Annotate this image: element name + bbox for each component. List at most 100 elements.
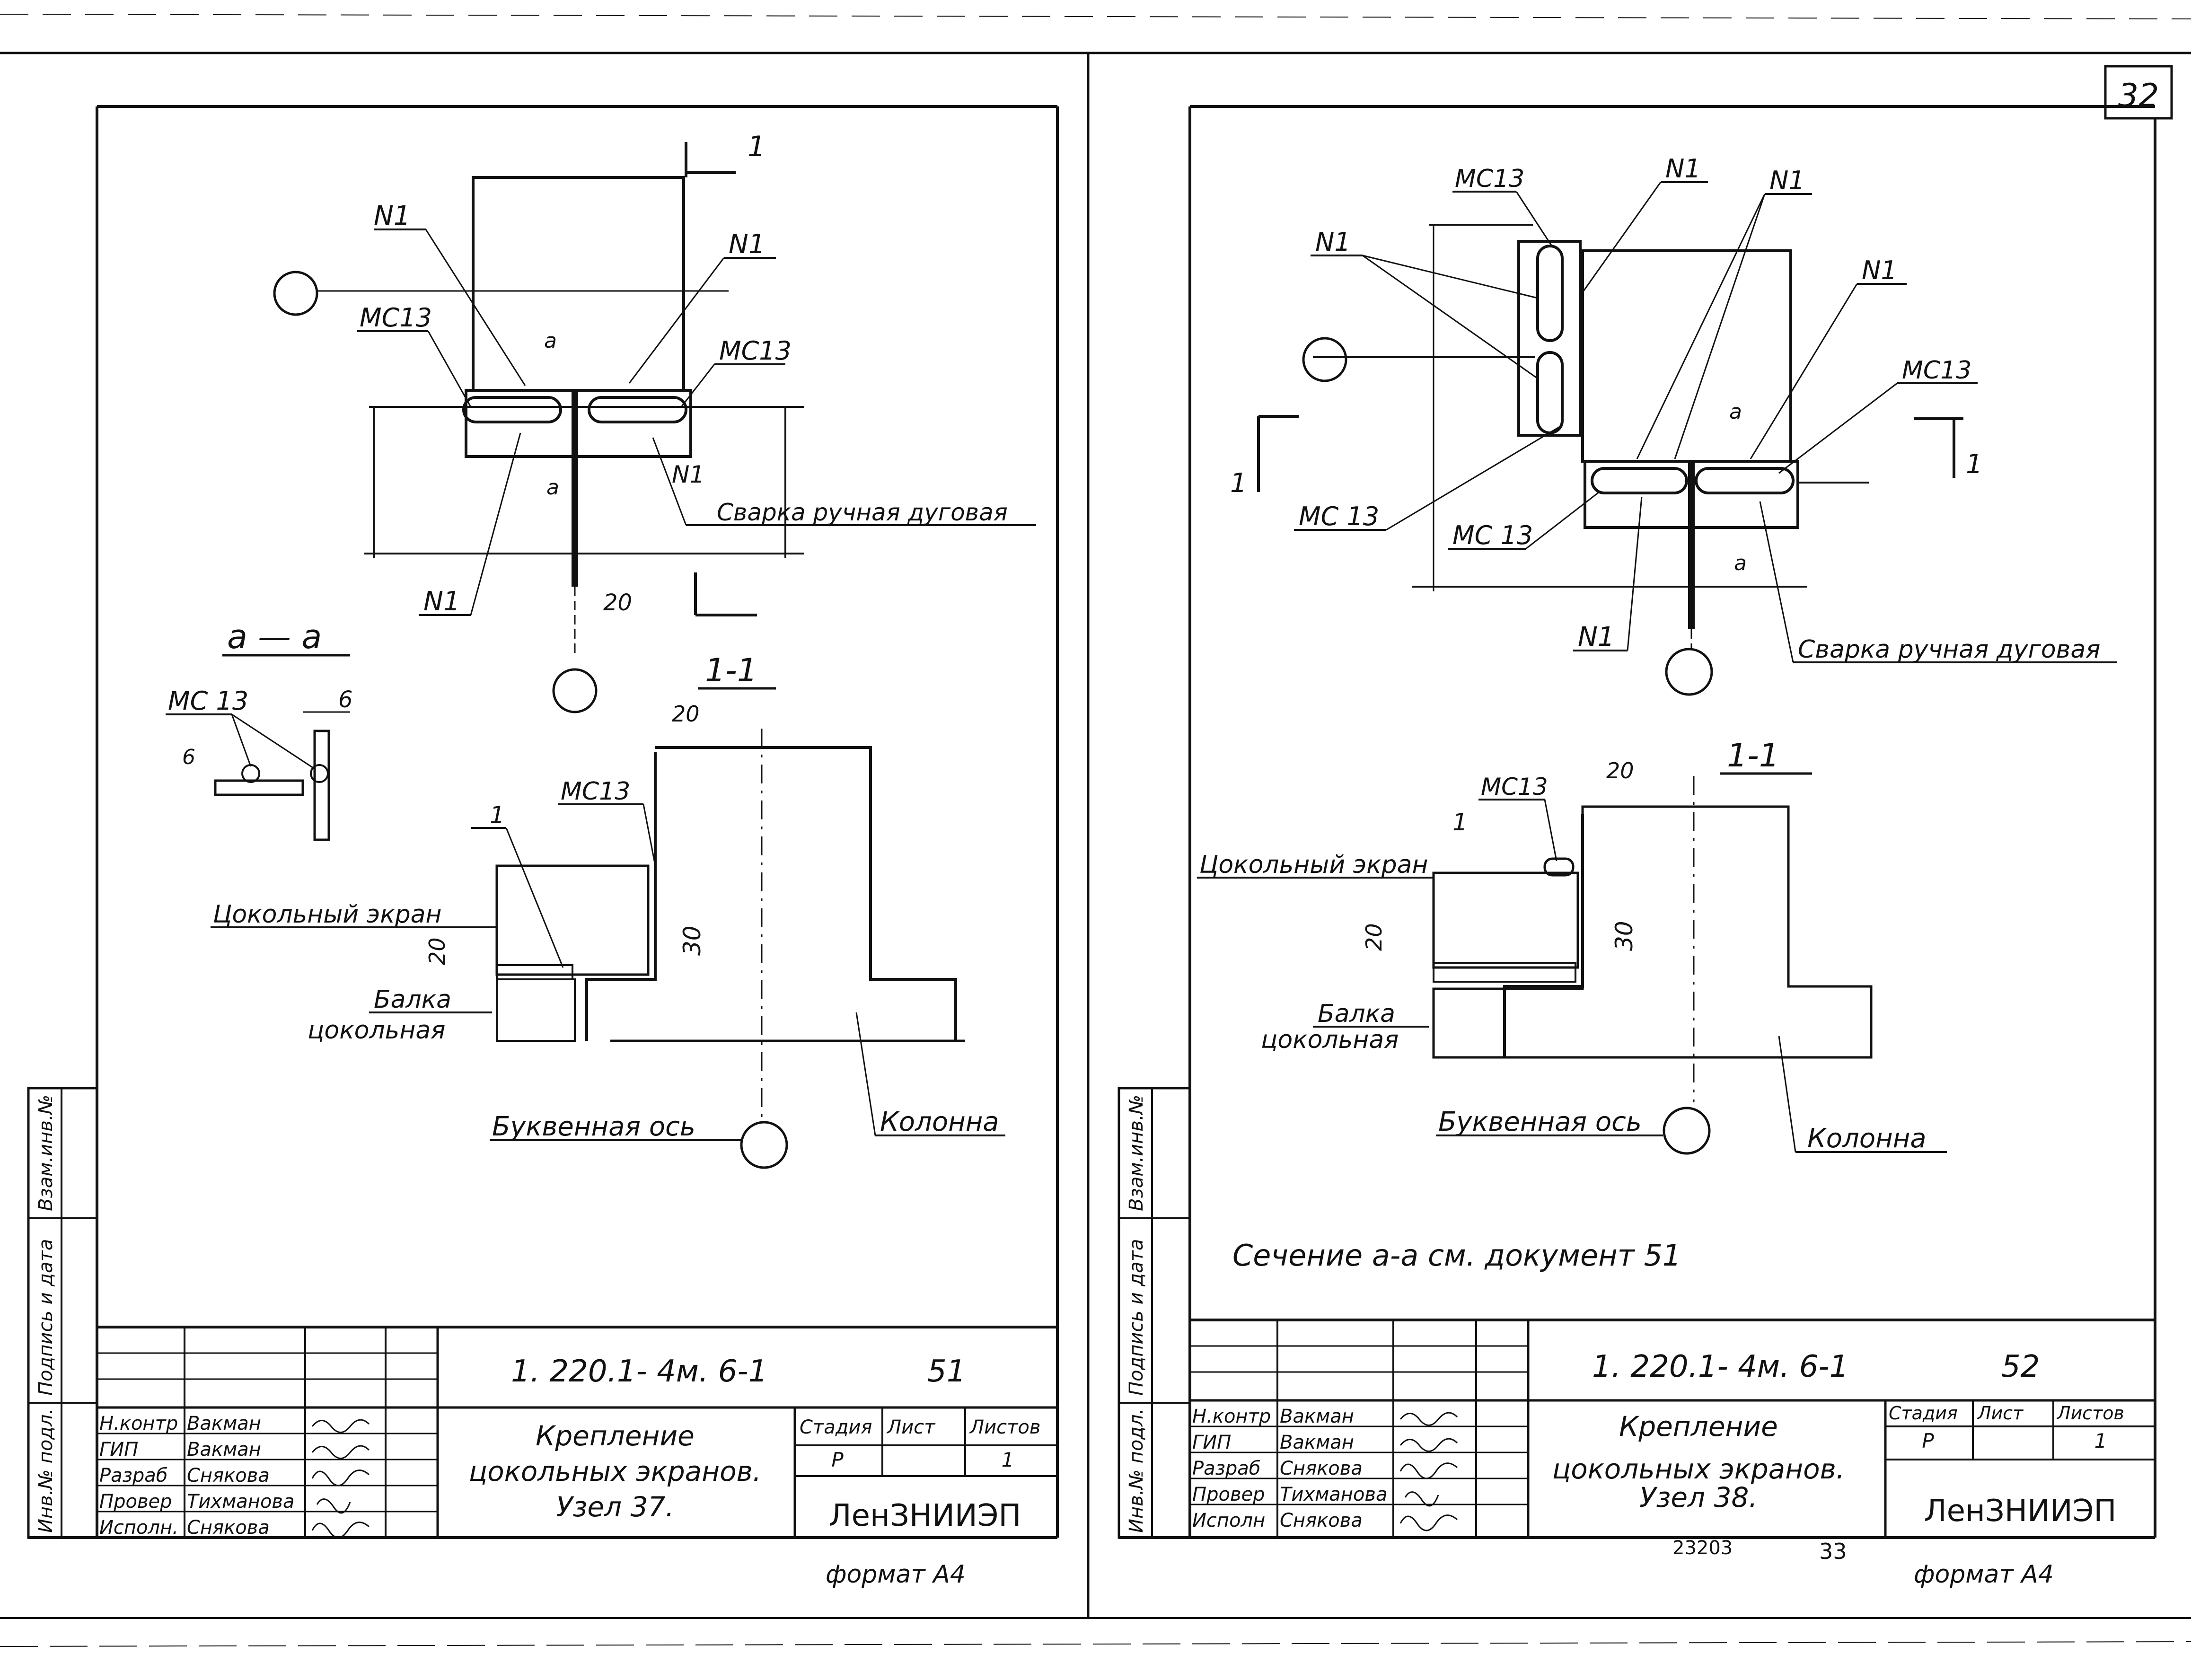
sec-dim-30: 30	[678, 925, 706, 956]
sec-label-mc13: МС13	[561, 777, 630, 806]
tb-doc-code: 1. 220.1- 4м. 6-1	[511, 1354, 767, 1389]
r-signatures	[1399, 1412, 1458, 1531]
r-sec-axis-bubble	[1663, 1107, 1711, 1155]
r-bracket-vert-2	[1536, 351, 1564, 434]
leader-weld	[652, 437, 687, 526]
r-side-label-inventory: Инв.№ подл.	[1126, 1408, 1147, 1533]
rtb-stamp-2: 33	[1819, 1539, 1847, 1564]
tb-doc-no: 51	[927, 1354, 966, 1389]
right-side-strip	[1117, 1087, 1191, 1539]
bracket-right	[588, 396, 687, 423]
right-title-block: 1. 220.1- 4м. 6-1 52 Крепление цокольных…	[1190, 1319, 2155, 1589]
tb-role-4: Провер	[99, 1491, 172, 1513]
left-title-block: 1. 220.1- 4м. 6-1 51 Крепление цокольных…	[97, 1326, 1057, 1589]
r-label-mc13-top: МС13	[1455, 165, 1524, 193]
tb-name-2: Вакман	[187, 1439, 261, 1460]
label-mc13-left: МС13	[360, 303, 432, 333]
sec-column-outline	[655, 746, 957, 1041]
left-sheet: Взам.инв.№ Подпись и дата Инв.№ подл. 1 …	[27, 105, 1059, 1589]
r-label-n1-top: N1	[1665, 154, 1701, 184]
r-sec-steel-profile	[1503, 814, 1584, 1057]
sec-label-1: 1	[490, 801, 505, 829]
bracket-left	[462, 396, 562, 423]
aa-weld-dot-2	[310, 764, 329, 783]
sec-column-leader	[855, 1012, 876, 1136]
tb-title-3: Узел 37.	[556, 1491, 674, 1523]
label-weld: Сварка ручная дуговая	[717, 499, 1008, 526]
sec-1-leader	[505, 827, 564, 968]
tb-sheets-hdr: Листов	[969, 1416, 1040, 1438]
tb-name-1: Вакман	[187, 1413, 261, 1434]
rtb-title-2: цокольных экранов.	[1552, 1453, 1845, 1485]
r-note: Сечение а-а см. документ 51	[1232, 1238, 1681, 1273]
r-mc13-left1-leader	[1386, 425, 1562, 531]
a-mark-top: а	[544, 329, 557, 353]
leader-n1-b	[628, 257, 725, 384]
sec-label-beam-2: цокольная	[308, 1016, 445, 1045]
scan-edge-bottom	[0, 1641, 2191, 1647]
rtb-sheet-hdr: Лист	[1977, 1403, 2024, 1424]
sec-label-plinth-screen: Цокольный экран	[213, 900, 442, 929]
label-n1-c: N1	[423, 586, 460, 617]
r-label-mc13-left2: МС 13	[1452, 520, 1533, 550]
r-weld-leader	[1759, 501, 1794, 663]
page-number-box	[2104, 65, 2173, 120]
rtb-format: формат А4	[1914, 1560, 2054, 1589]
r-section-11-title: 1-1	[1727, 737, 1779, 774]
rtb-role-4: Провер	[1192, 1484, 1265, 1505]
tb-name-4: Тихманова	[187, 1491, 295, 1513]
section-aa-title: а — а	[227, 617, 322, 656]
label-n1-b: N1	[729, 229, 766, 260]
rtb-role-5: Исполн	[1192, 1510, 1265, 1531]
r-label-mc13-right: МС13	[1902, 356, 1971, 385]
r-mc13-left2-leader	[1525, 491, 1600, 550]
r-n1-bottom-leader	[1627, 496, 1643, 651]
aa-leader-1	[231, 714, 252, 767]
dim-20: 20	[603, 589, 632, 616]
r-sec-label-axis: Буквенная ось	[1438, 1107, 1642, 1137]
tb-role-5: Исполн.	[99, 1517, 178, 1539]
rtb-sheets: 1	[2094, 1429, 2107, 1452]
sec-layer-20	[496, 964, 573, 980]
section-11-title: 1-1	[705, 652, 757, 689]
sec-plinth-screen	[495, 864, 650, 976]
rtb-org: ЛенЗНИИЭП	[1924, 1494, 2116, 1529]
tb-sheet-hdr: Лист	[886, 1416, 936, 1438]
rtb-role-1: Н.контр	[1192, 1406, 1271, 1427]
r-sec-label-mc13: МС13	[1481, 773, 1548, 800]
side-label-signature: Подпись и дата	[35, 1239, 57, 1396]
r-n1-left-leader-a	[1362, 255, 1538, 299]
sec-axis-bubble	[740, 1121, 788, 1169]
signatures	[311, 1419, 370, 1539]
r-sec-column-leader	[1778, 1036, 1796, 1152]
r-label-mc13-left1: МС 13	[1299, 501, 1379, 531]
r-side-label-replace: Взам.инв.№	[1126, 1095, 1147, 1211]
r-sec-column	[1432, 805, 1873, 1059]
rtb-role-3: Разраб	[1192, 1458, 1260, 1479]
rtb-name-5: Снякова	[1280, 1510, 1363, 1531]
aa-dim-6-left: 6	[182, 745, 195, 769]
label-mc13-right: МС13	[719, 336, 792, 366]
r-sec-dim-20: 20	[1606, 758, 1634, 783]
sec-label-axis: Буквенная ось	[492, 1111, 695, 1142]
sec-label-column: Колонна	[880, 1107, 999, 1137]
axis-bubble-bottom	[552, 668, 598, 713]
r-cut-left-label: 1	[1230, 468, 1247, 499]
r-sec-label-plinth-screen: Цокольный экран	[1199, 851, 1428, 879]
r-cut-right-label: 1	[1966, 449, 1983, 480]
r-n1-top2-leader-b	[1674, 194, 1766, 459]
tb-role-2: ГИП	[99, 1439, 138, 1460]
rtb-name-3: Снякова	[1280, 1458, 1363, 1479]
rtb-sheets-hdr: Листов	[2056, 1403, 2124, 1424]
rtb-title-1: Крепление	[1619, 1410, 1778, 1443]
sec-dim-20-top: 20	[672, 701, 700, 727]
tb-stage: Р	[831, 1448, 844, 1471]
side-label-inventory: Инв.№ подл.	[35, 1408, 57, 1533]
r-mc13-right-leader	[1778, 382, 1898, 474]
rtb-name-1: Вакман	[1280, 1406, 1354, 1427]
tb-format: формат А4	[826, 1560, 966, 1589]
r-bracket-left	[1591, 467, 1688, 494]
leader-n1-a	[425, 229, 526, 386]
side-label-replace: Взам.инв.№	[35, 1095, 57, 1211]
